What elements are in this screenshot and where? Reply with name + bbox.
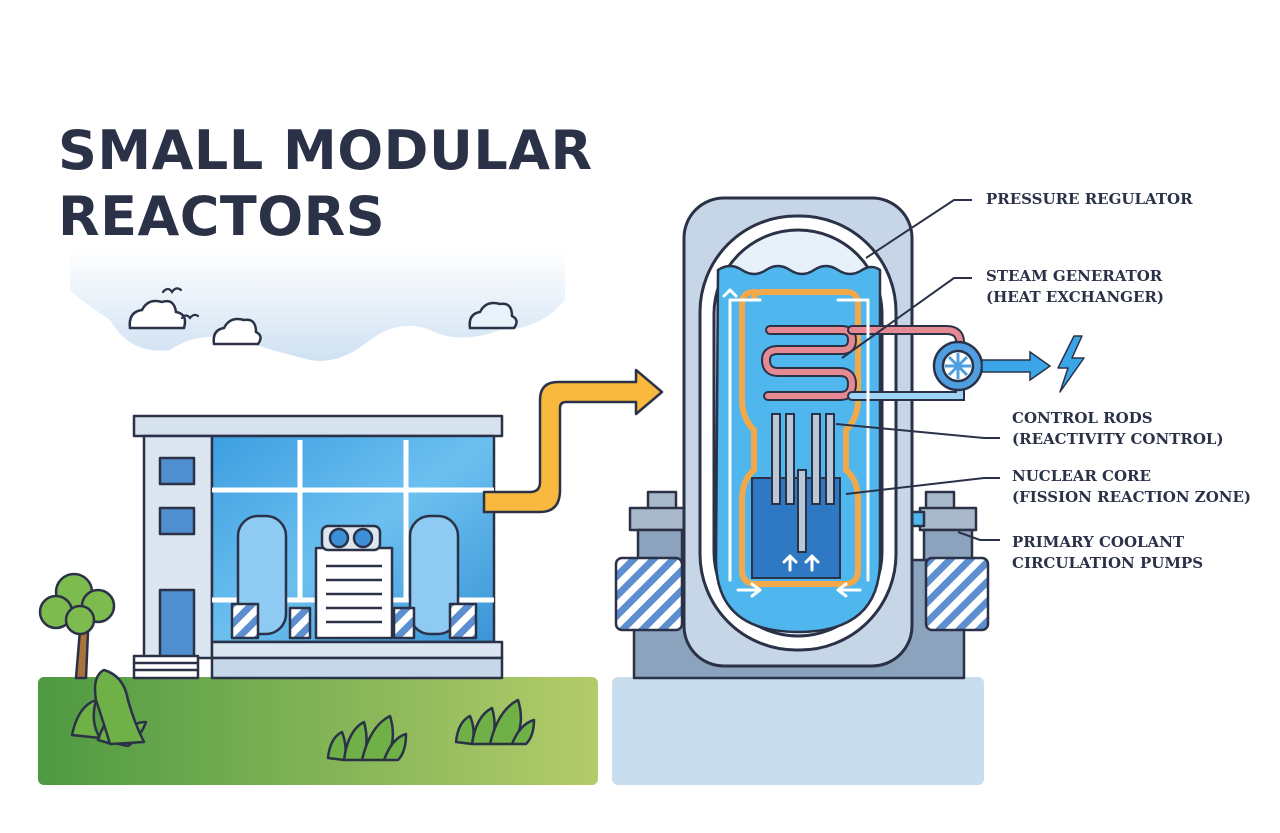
plant-icon bbox=[454, 698, 536, 746]
turbine-icon bbox=[932, 340, 984, 392]
building bbox=[132, 414, 504, 680]
sky-background bbox=[70, 250, 565, 361]
label-pressure-regulator: PRESSURE REGULATOR bbox=[986, 190, 1193, 208]
power-output-arrow bbox=[981, 350, 1052, 382]
cloud-icon bbox=[212, 317, 262, 346]
reactor-base-panel bbox=[612, 677, 984, 785]
label-control-rods-line1: CONTROL RODS bbox=[1012, 409, 1153, 427]
primary-coolant-pump bbox=[614, 556, 684, 632]
page-title: SMALL MODULAR REACTORS bbox=[58, 118, 618, 250]
bird-icon bbox=[161, 287, 200, 320]
label-primary-coolant-line2: CIRCULATION PUMPS bbox=[1012, 554, 1204, 572]
label-nuclear-core: NUCLEAR CORE (FISSION REACTION ZONE) bbox=[1012, 466, 1251, 508]
leader-lines bbox=[835, 199, 1000, 541]
cloud-icon bbox=[468, 301, 518, 330]
lightning-icon bbox=[1057, 335, 1085, 393]
label-nuclear-core-line1: NUCLEAR CORE bbox=[1012, 467, 1151, 485]
flow-arrows bbox=[722, 288, 870, 598]
cloud-icon bbox=[128, 299, 187, 330]
label-nuclear-core-line2: (FISSION REACTION ZONE) bbox=[1012, 488, 1252, 506]
steam-generator-frame bbox=[739, 288, 861, 587]
ground-panel bbox=[38, 677, 598, 785]
title-line-2: REACTORS bbox=[58, 185, 386, 248]
tree-icon bbox=[38, 572, 116, 680]
transition-arrow bbox=[482, 368, 664, 514]
label-steam-generator-line1: STEAM GENERATOR bbox=[986, 267, 1163, 285]
label-steam-generator-line2: (HEAT EXCHANGER) bbox=[986, 288, 1164, 306]
plant-icon bbox=[70, 668, 148, 748]
label-primary-coolant: PRIMARY COOLANT CIRCULATION PUMPS bbox=[1012, 532, 1203, 574]
label-primary-coolant-line1: PRIMARY COOLANT bbox=[1012, 533, 1185, 551]
control-rods bbox=[771, 413, 835, 553]
primary-coolant-pump bbox=[924, 556, 990, 632]
title-line-1: SMALL MODULAR bbox=[58, 119, 593, 182]
label-control-rods-line2: (REACTIVITY CONTROL) bbox=[1012, 430, 1224, 448]
label-control-rods: CONTROL RODS (REACTIVITY CONTROL) bbox=[1012, 408, 1224, 450]
label-steam-generator: STEAM GENERATOR (HEAT EXCHANGER) bbox=[986, 266, 1164, 308]
plant-icon bbox=[326, 714, 408, 762]
